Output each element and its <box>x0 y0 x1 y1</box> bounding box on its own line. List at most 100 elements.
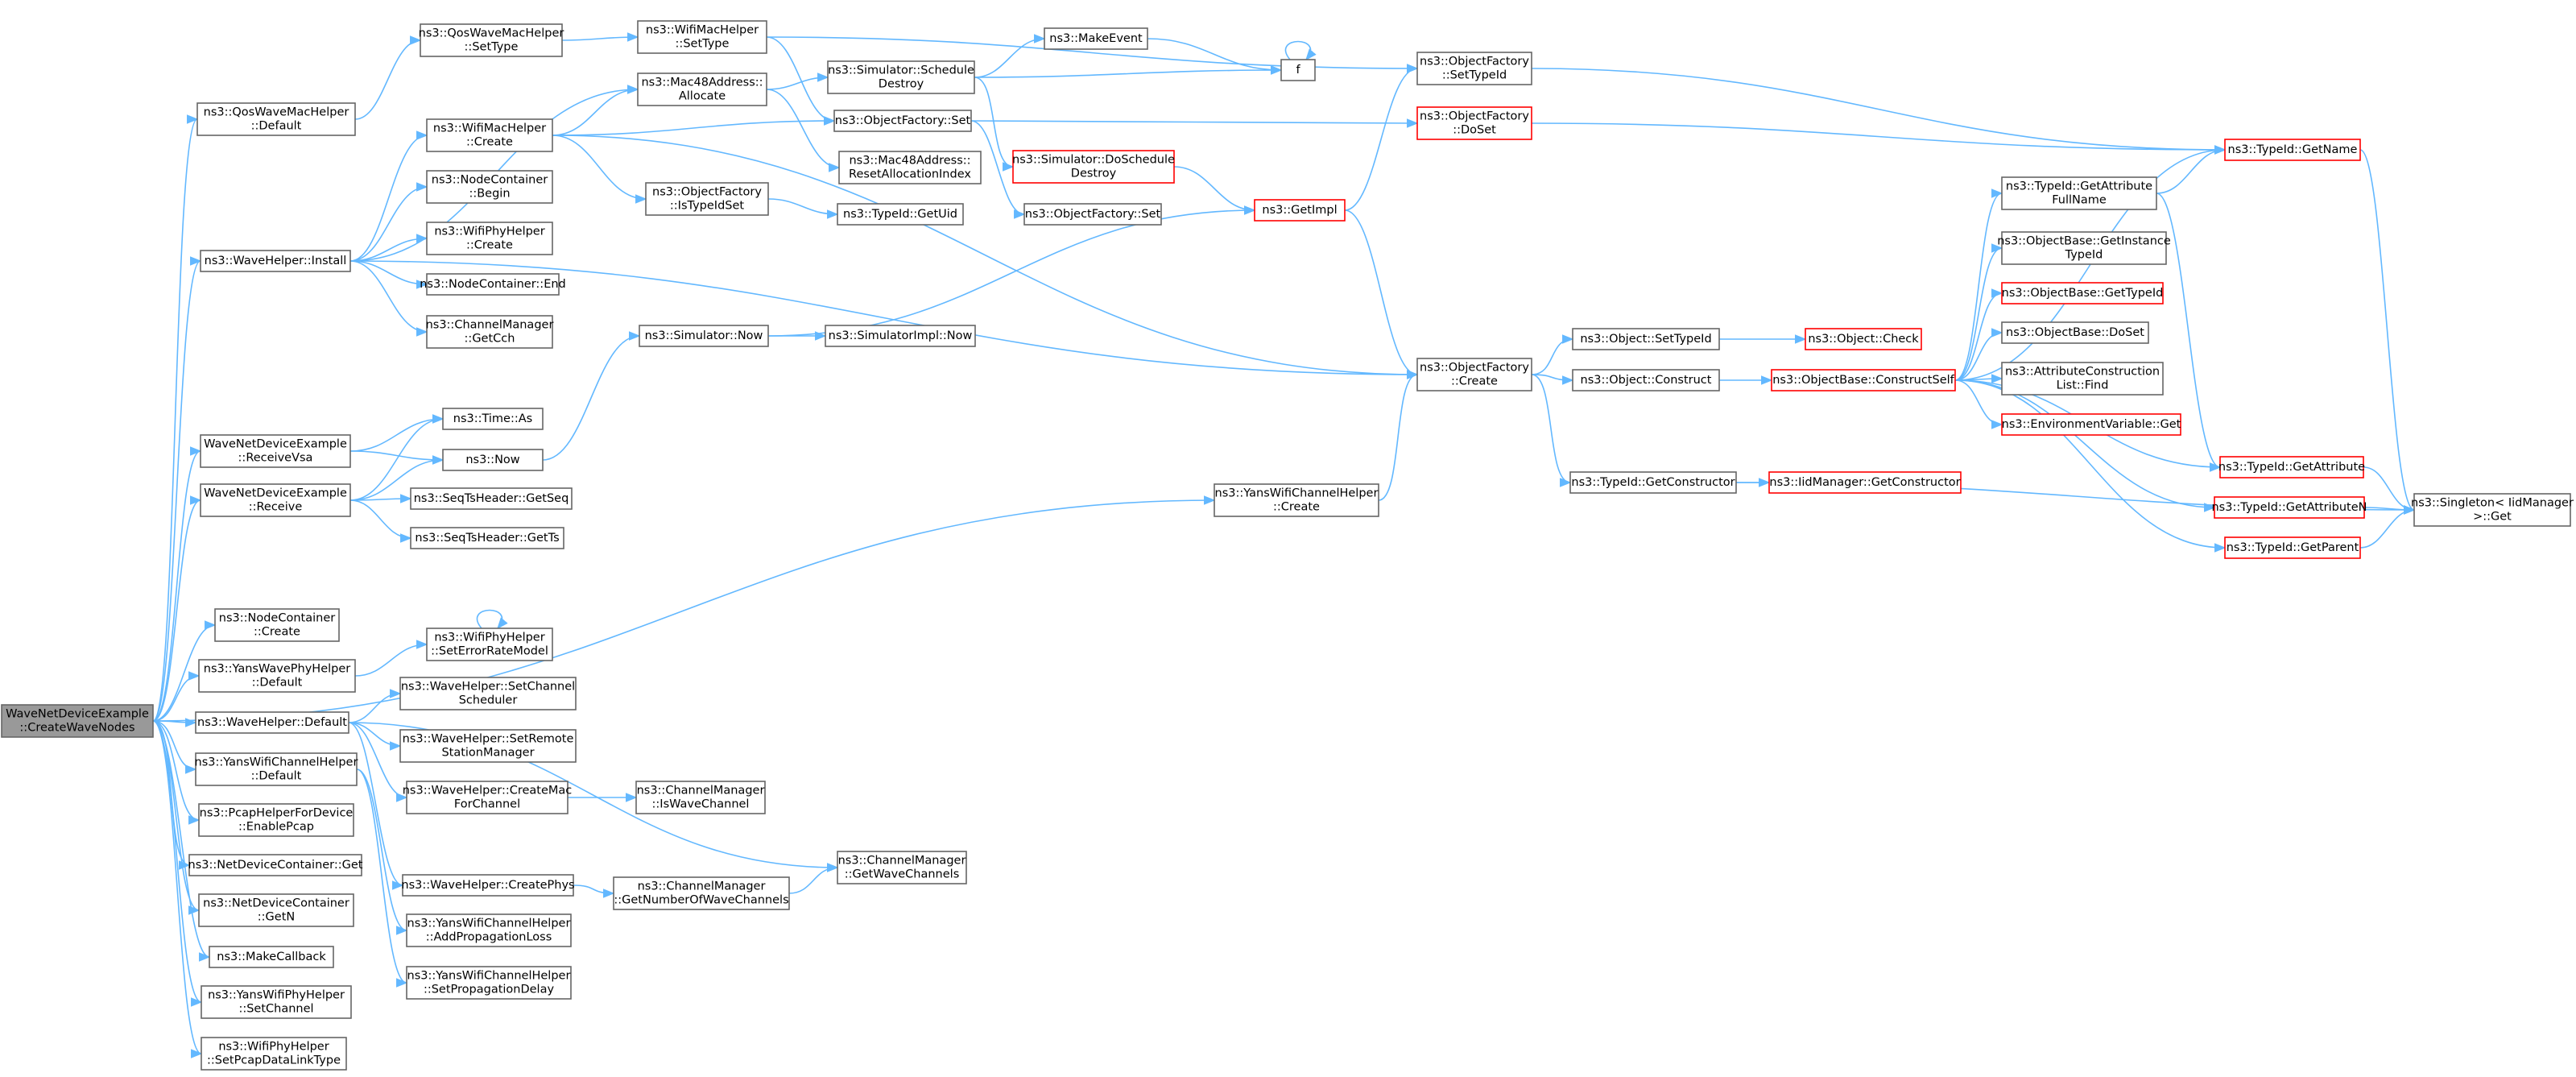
node-label: ns3::Object::Check <box>1808 333 1919 346</box>
node-yanswifichannel-addproploss[interactable]: ns3::YansWifiChannelHelper::AddPropagati… <box>406 913 572 947</box>
node-iidmgr-getconstructor[interactable]: ns3::IidManager::GetConstructor <box>1768 471 1962 494</box>
node-label: ns3::WifiPhyHelper <box>218 1041 329 1054</box>
node-box <box>1416 52 1532 85</box>
node-wifiphy-create[interactable]: ns3::WifiPhyHelper::Create <box>426 222 553 255</box>
node-label: ns3::TypeId::GetParent <box>2227 541 2359 554</box>
node-typeid-getparent[interactable]: ns3::TypeId::GetParent <box>2224 536 2361 559</box>
node-box <box>198 659 356 693</box>
node-root[interactable]: WaveNetDeviceExample::CreateWaveNodes <box>1 704 154 738</box>
node-now[interactable]: ns3::Now <box>442 449 544 471</box>
node-time-as[interactable]: ns3::Time::As <box>442 408 544 430</box>
node-nodecontainer-begin[interactable]: ns3::NodeContainer::Begin <box>426 170 553 204</box>
node-sim-now[interactable]: ns3::Simulator::Now <box>639 325 769 347</box>
node-simimpl-now[interactable]: ns3::SimulatorImpl::Now <box>825 325 976 347</box>
node-seqts-getts[interactable]: ns3::SeqTsHeader::GetTs <box>410 527 564 549</box>
node-objfactory-settypeid[interactable]: ns3::ObjectFactory::SetTypeId <box>1416 52 1532 85</box>
node-wifimac-create[interactable]: ns3::WifiMacHelper::Create <box>426 118 553 152</box>
node-box <box>838 151 982 184</box>
node-label: ns3::TypeId::GetAttribute <box>2006 180 2152 193</box>
edge-yanswifichannel-create-to-objfactory-create <box>1378 370 1419 501</box>
node-wifimac-settype[interactable]: ns3::WifiMacHelper::SetType <box>637 20 767 54</box>
node-netdevicecontainer-getn[interactable]: ns3::NetDeviceContainer::GetN <box>198 893 354 927</box>
edge-sim-schedule-destroy-to-make-event <box>974 34 1046 78</box>
edge-sim-schedule-destroy-to-f <box>974 65 1283 78</box>
node-typeid-getname[interactable]: ns3::TypeId::GetName <box>2224 139 2361 161</box>
node-typeid-getuid[interactable]: ns3::TypeId::GetUid <box>837 203 964 226</box>
node-wavehelper-install[interactable]: ns3::WaveHelper::Install <box>200 250 351 272</box>
node-label: ns3::EnvironmentVariable::Get <box>2002 418 2181 431</box>
node-yanswifichannel-setpropdelay[interactable]: ns3::YansWifiChannelHelper::SetPropagati… <box>406 966 572 1000</box>
node-objfactory-create[interactable]: ns3::ObjectFactory::Create <box>1416 358 1532 391</box>
node-yanswifiphy-setchannel[interactable]: ns3::YansWifiPhyHelper::SetChannel <box>201 985 352 1019</box>
node-objfactory-set1[interactable]: ns3::ObjectFactory::Set <box>833 110 972 132</box>
node-pcaphelper-enablepcap[interactable]: ns3::PcapHelperForDevice::EnablePcap <box>198 803 354 837</box>
node-yanswifichannel-create[interactable]: ns3::YansWifiChannelHelper::Create <box>1214 483 1379 517</box>
node-seqts-getseq[interactable]: ns3::SeqTsHeader::GetSeq <box>410 487 573 510</box>
node-label: ForChannel <box>454 798 520 811</box>
node-wnde-receivevsa[interactable]: WaveNetDeviceExample::ReceiveVsa <box>200 434 351 468</box>
node-qoswave-settype[interactable]: ns3::QosWaveMacHelper::SetType <box>419 23 564 57</box>
node-channelmgr-getwavechannels[interactable]: ns3::ChannelManager::GetWaveChannels <box>837 851 967 884</box>
node-box <box>402 874 574 897</box>
node-getimpl[interactable]: ns3::GetImpl <box>1254 199 1346 222</box>
node-yanswifichannel-default[interactable]: ns3::YansWifiChannelHelper::Default <box>195 752 358 786</box>
node-typeid-getattributen[interactable]: ns3::TypeId::GetAttributeN <box>2211 496 2367 519</box>
node-typeid-getconstructor[interactable]: ns3::TypeId::GetConstructor <box>1569 471 1737 494</box>
node-objfactory-doset[interactable]: ns3::ObjectFactory::DoSet <box>1416 106 1532 140</box>
node-label: ns3::NetDeviceContainer::Get <box>188 859 363 872</box>
node-channelmgr-getcch[interactable]: ns3::ChannelManager::GetCch <box>426 315 554 349</box>
node-channelmgr-iswavechannel[interactable]: ns3::ChannelManager::IsWaveChannel <box>635 781 766 814</box>
edge-objfactory-doset-to-typeid-getname <box>1531 122 2227 155</box>
edge-root-to-wnde-receive <box>152 495 202 722</box>
node-make-event[interactable]: ns3::MakeEvent <box>1044 27 1148 50</box>
node-f[interactable]: f <box>1280 59 1316 81</box>
edge-channelmgr-getnumwavechannels-to-channelmgr-getwavechannels <box>788 863 839 894</box>
node-channelmgr-getnumwavechannels[interactable]: ns3::ChannelManager::GetNumberOfWaveChan… <box>613 876 790 910</box>
node-label: ns3::ObjectFactory <box>1420 362 1529 375</box>
node-box <box>825 325 976 347</box>
node-box <box>1214 483 1379 517</box>
node-singleton-get[interactable]: ns3::Singleton< IidManager>::Get <box>2411 493 2574 527</box>
node-object-settypeid[interactable]: ns3::Object::SetTypeId <box>1572 328 1720 350</box>
node-wifiphy-setpcapdatalinktype[interactable]: ns3::WifiPhyHelper::SetPcapDataLinkType <box>201 1037 347 1071</box>
node-box <box>639 325 769 347</box>
node-wavehelper-createphys[interactable]: ns3::WaveHelper::CreatePhys <box>401 874 575 897</box>
edge-wnde-receive-to-time-as <box>349 414 444 501</box>
node-label: ns3::WaveHelper::Install <box>205 255 347 267</box>
node-qoswave-default[interactable]: ns3::QosWaveMacHelper::Default <box>196 102 356 136</box>
node-typeid-getattribute[interactable]: ns3::TypeId::GetAttribute <box>2218 456 2365 478</box>
edge-make-event-to-f <box>1147 38 1283 75</box>
node-object-construct[interactable]: ns3::Object::Construct <box>1572 369 1720 391</box>
node-objbase-gettypeid[interactable]: ns3::ObjectBase::GetTypeId <box>2001 282 2164 304</box>
node-mac48-reset[interactable]: ns3::Mac48Address::ResetAllocationIndex <box>838 151 982 184</box>
node-nodecontainer-create[interactable]: ns3::NodeContainer::Create <box>214 608 340 642</box>
node-makecallback[interactable]: ns3::MakeCallback <box>209 946 334 968</box>
edge-wavehelper-install-to-nodecontainer-end <box>349 260 428 289</box>
node-objfactory-set2[interactable]: ns3::ObjectFactory::Set <box>1023 203 1162 226</box>
node-objbase-doset[interactable]: ns3::ObjectBase::DoSet <box>2001 321 2149 344</box>
node-yanswavephy-default[interactable]: ns3::YansWavePhyHelper::Default <box>198 659 356 693</box>
node-objbase-constructself[interactable]: ns3::ObjectBase::ConstructSelf <box>1771 369 1956 391</box>
node-wifiphy-seterrorratemodel[interactable]: ns3::WifiPhyHelper::SetErrorRateModel <box>426 628 553 661</box>
node-envvar-get[interactable]: ns3::EnvironmentVariable::Get <box>2001 413 2181 436</box>
node-nodecontainer-end[interactable]: ns3::NodeContainer::End <box>420 273 566 296</box>
node-label: ns3::WifiPhyHelper <box>434 632 544 644</box>
node-netdevicecontainer-get[interactable]: ns3::NetDeviceContainer::Get <box>188 854 363 876</box>
node-objfactory-istypeidset[interactable]: ns3::ObjectFactory::IsTypeIdSet <box>645 182 769 216</box>
node-object-check[interactable]: ns3::Object::Check <box>1805 328 1922 350</box>
node-mac48-allocate[interactable]: ns3::Mac48Address::Allocate <box>637 72 767 106</box>
node-box <box>426 273 560 296</box>
node-label: ns3::WifiPhyHelper <box>434 226 544 238</box>
node-label: ns3::ChannelManager <box>838 855 966 868</box>
node-wnde-receive[interactable]: WaveNetDeviceExample::Receive <box>200 483 351 517</box>
edge-sim-schedule-destroy-to-sim-doschedule-destroy <box>974 77 1015 172</box>
node-wavehelper-default[interactable]: ns3::WaveHelper::Default <box>195 711 349 734</box>
